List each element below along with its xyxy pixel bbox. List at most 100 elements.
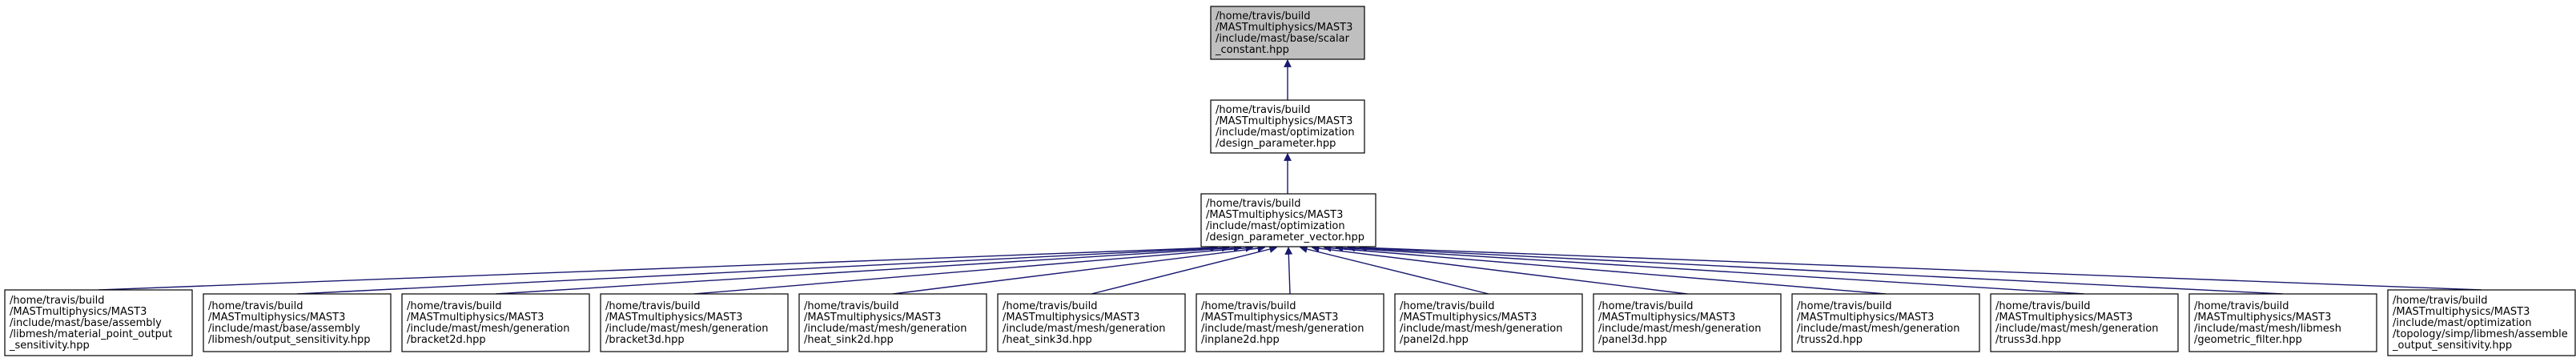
node-leaf-10[interactable]: /home/travis/build/MASTmultiphysics/MAST… <box>1990 293 2179 352</box>
node-leaf-0-line: _sensitivity.hpp <box>9 340 90 352</box>
node-design-parameter-line: /MASTmultiphysics/MAST3 <box>1216 115 1352 127</box>
node-leaf-7-line: /MASTmultiphysics/MAST3 <box>1400 312 1537 324</box>
node-leaf-4-line: /MASTmultiphysics/MAST3 <box>804 312 941 324</box>
node-leaf-11[interactable]: /home/travis/build/MASTmultiphysics/MAST… <box>2188 293 2377 352</box>
edge-leaf-12-to-design-parameter-vector <box>1359 243 2482 291</box>
edge-leaf-4-to-design-parameter-vector <box>892 244 1266 295</box>
node-leaf-1-box <box>203 293 392 352</box>
node-leaf-7-line: /include/mast/mesh/generation <box>1400 323 1563 335</box>
node-leaf-0-line: /libmesh/material_point_output <box>10 328 172 340</box>
node-leaf-10-line: /MASTmultiphysics/MAST3 <box>1995 312 2132 324</box>
node-leaf-12-line: /include/mast/optimization <box>2393 317 2532 329</box>
node-leaf-0-line: /MASTmultiphysics/MAST3 <box>10 306 147 318</box>
node-scalar-constant-line: _constant.hpp <box>1215 44 1289 56</box>
node-leaf-6-box <box>1196 293 1384 352</box>
node-leaf-7-line: /home/travis/build <box>1400 300 1494 312</box>
node-leaf-4-box <box>798 293 987 352</box>
node-leaf-12[interactable]: /home/travis/build/MASTmultiphysics/MAST… <box>2387 289 2576 356</box>
node-leaf-9-line: /include/mast/mesh/generation <box>1797 323 1960 335</box>
node-leaf-0-line: /include/mast/base/assembly <box>10 317 162 329</box>
node-leaf-7[interactable]: /home/travis/build/MASTmultiphysics/MAST… <box>1394 293 1583 352</box>
node-leaf-5-line: /home/travis/build <box>1003 300 1097 312</box>
node-leaf-6-line: /inplane2d.hpp <box>1201 334 1280 346</box>
edge-leaf-10-to-design-parameter-vector <box>1335 243 2085 295</box>
node-design-parameter-vector-line: /home/travis/build <box>1206 198 1300 210</box>
node-leaf-6-line: /include/mast/mesh/generation <box>1201 323 1364 335</box>
edge-leaf-6-to-design-parameter-vector <box>1284 247 1293 295</box>
node-leaf-0-box <box>4 289 193 356</box>
edge-leaf-0-to-design-parameter-vector <box>98 243 1218 291</box>
node-leaf-1[interactable]: /home/travis/build/MASTmultiphysics/MAST… <box>203 293 392 352</box>
edge-leaf-7-to-design-parameter-vector <box>1299 245 1489 295</box>
node-scalar-constant[interactable]: /home/travis/build/MASTmultiphysics/MAST… <box>1210 6 1365 60</box>
node-leaf-2-line: /bracket2d.hpp <box>407 334 486 346</box>
node-design-parameter-vector-line: /design_parameter_vector.hpp <box>1206 231 1364 243</box>
edge-leaf-11-to-design-parameter-vector <box>1347 243 2284 295</box>
node-leaf-2[interactable]: /home/travis/build/MASTmultiphysics/MAST… <box>401 293 590 352</box>
node-leaf-8-line: /home/travis/build <box>1598 300 1693 312</box>
node-leaf-1-line: /include/mast/base/assembly <box>208 323 360 335</box>
node-design-parameter-vector-line: /include/mast/optimization <box>1206 220 1345 232</box>
node-design-parameter-line: /design_parameter.hpp <box>1216 138 1336 150</box>
node-leaf-1-line: /home/travis/build <box>208 300 303 312</box>
node-leaf-8-box <box>1593 293 1782 352</box>
node-leaf-5-box <box>997 293 1186 352</box>
node-leaf-11-box <box>2188 293 2377 352</box>
node-leaf-2-line: /home/travis/build <box>407 300 501 312</box>
node-scalar-constant-box <box>1210 6 1365 60</box>
node-leaf-8-line: /MASTmultiphysics/MAST3 <box>1598 312 1735 324</box>
node-leaf-10-line: /truss3d.hpp <box>1995 334 2061 346</box>
node-leaf-3-box <box>600 293 789 352</box>
node-design-parameter-vector-line: /MASTmultiphysics/MAST3 <box>1206 209 1343 221</box>
node-design-parameter-vector-box <box>1200 193 1376 247</box>
node-leaf-3-line: /bracket3d.hpp <box>605 334 685 346</box>
node-leaf-9-line: /home/travis/build <box>1797 300 1891 312</box>
node-leaf-0[interactable]: /home/travis/build/MASTmultiphysics/MAST… <box>4 289 193 356</box>
node-leaf-0-line: /home/travis/build <box>10 295 104 307</box>
edge-leaf-5-to-design-parameter-vector <box>1091 245 1278 295</box>
node-leaf-5-line: /heat_sink3d.hpp <box>1003 334 1092 346</box>
node-design-parameter-line: /include/mast/optimization <box>1216 127 1355 139</box>
node-leaf-8-line: /include/mast/mesh/generation <box>1598 323 1762 335</box>
node-design-parameter[interactable]: /home/travis/build/MASTmultiphysics/MAST… <box>1210 99 1365 154</box>
node-scalar-constant-line: /MASTmultiphysics/MAST3 <box>1216 22 1352 34</box>
node-leaf-6[interactable]: /home/travis/build/MASTmultiphysics/MAST… <box>1196 293 1384 352</box>
node-leaf-2-line: /MASTmultiphysics/MAST3 <box>407 312 544 324</box>
edge-leaf-3-to-design-parameter-vector <box>693 243 1254 295</box>
node-design-parameter-line: /home/travis/build <box>1216 104 1310 116</box>
node-leaf-12-box <box>2387 289 2576 356</box>
node-leaf-12-line: /MASTmultiphysics/MAST3 <box>2393 306 2530 318</box>
node-leaf-7-line: /panel2d.hpp <box>1400 334 1469 346</box>
node-leaf-5-line: /include/mast/mesh/generation <box>1003 323 1166 335</box>
edge-leaf-1-to-design-parameter-vector <box>296 243 1230 295</box>
edge-leaf-2-to-design-parameter-vector <box>495 243 1242 295</box>
node-leaf-3-line: /MASTmultiphysics/MAST3 <box>605 312 742 324</box>
node-leaf-12-line: /topology/simp/libmesh/assemble <box>2393 328 2568 340</box>
node-leaf-9-line: /truss2d.hpp <box>1797 334 1863 346</box>
node-leaf-10-line: /include/mast/mesh/generation <box>1995 323 2159 335</box>
node-leaf-10-box <box>1990 293 2179 352</box>
node-leaf-11-line: /home/travis/build <box>2194 300 2289 312</box>
edge-leaf-8-to-design-parameter-vector <box>1311 244 1688 295</box>
edge-leaf-9-to-design-parameter-vector <box>1323 243 1887 295</box>
node-leaf-12-line: _output_sensitivity.hpp <box>2392 340 2512 352</box>
node-leaf-4-line: /include/mast/mesh/generation <box>804 323 967 335</box>
node-leaf-4[interactable]: /home/travis/build/MASTmultiphysics/MAST… <box>798 293 987 352</box>
node-leaf-5[interactable]: /home/travis/build/MASTmultiphysics/MAST… <box>997 293 1186 352</box>
node-leaf-6-line: /MASTmultiphysics/MAST3 <box>1201 312 1338 324</box>
node-design-parameter-vector[interactable]: /home/travis/build/MASTmultiphysics/MAST… <box>1200 193 1376 247</box>
node-leaf-4-line: /heat_sink2d.hpp <box>804 334 894 346</box>
node-leaf-9-box <box>1791 293 1980 352</box>
node-leaf-3[interactable]: /home/travis/build/MASTmultiphysics/MAST… <box>600 293 789 352</box>
node-leaf-11-line: /MASTmultiphysics/MAST3 <box>2194 312 2331 324</box>
node-leaf-4-line: /home/travis/build <box>804 300 898 312</box>
node-leaf-8[interactable]: /home/travis/build/MASTmultiphysics/MAST… <box>1593 293 1782 352</box>
node-leaf-3-line: /include/mast/mesh/generation <box>605 323 769 335</box>
node-leaf-1-line: /libmesh/output_sensitivity.hpp <box>208 334 371 346</box>
edges <box>98 59 2482 295</box>
node-leaf-6-line: /home/travis/build <box>1201 300 1296 312</box>
node-leaf-9[interactable]: /home/travis/build/MASTmultiphysics/MAST… <box>1791 293 1980 352</box>
node-leaf-8-line: /panel3d.hpp <box>1598 334 1667 346</box>
node-leaf-1-line: /MASTmultiphysics/MAST3 <box>208 312 345 324</box>
